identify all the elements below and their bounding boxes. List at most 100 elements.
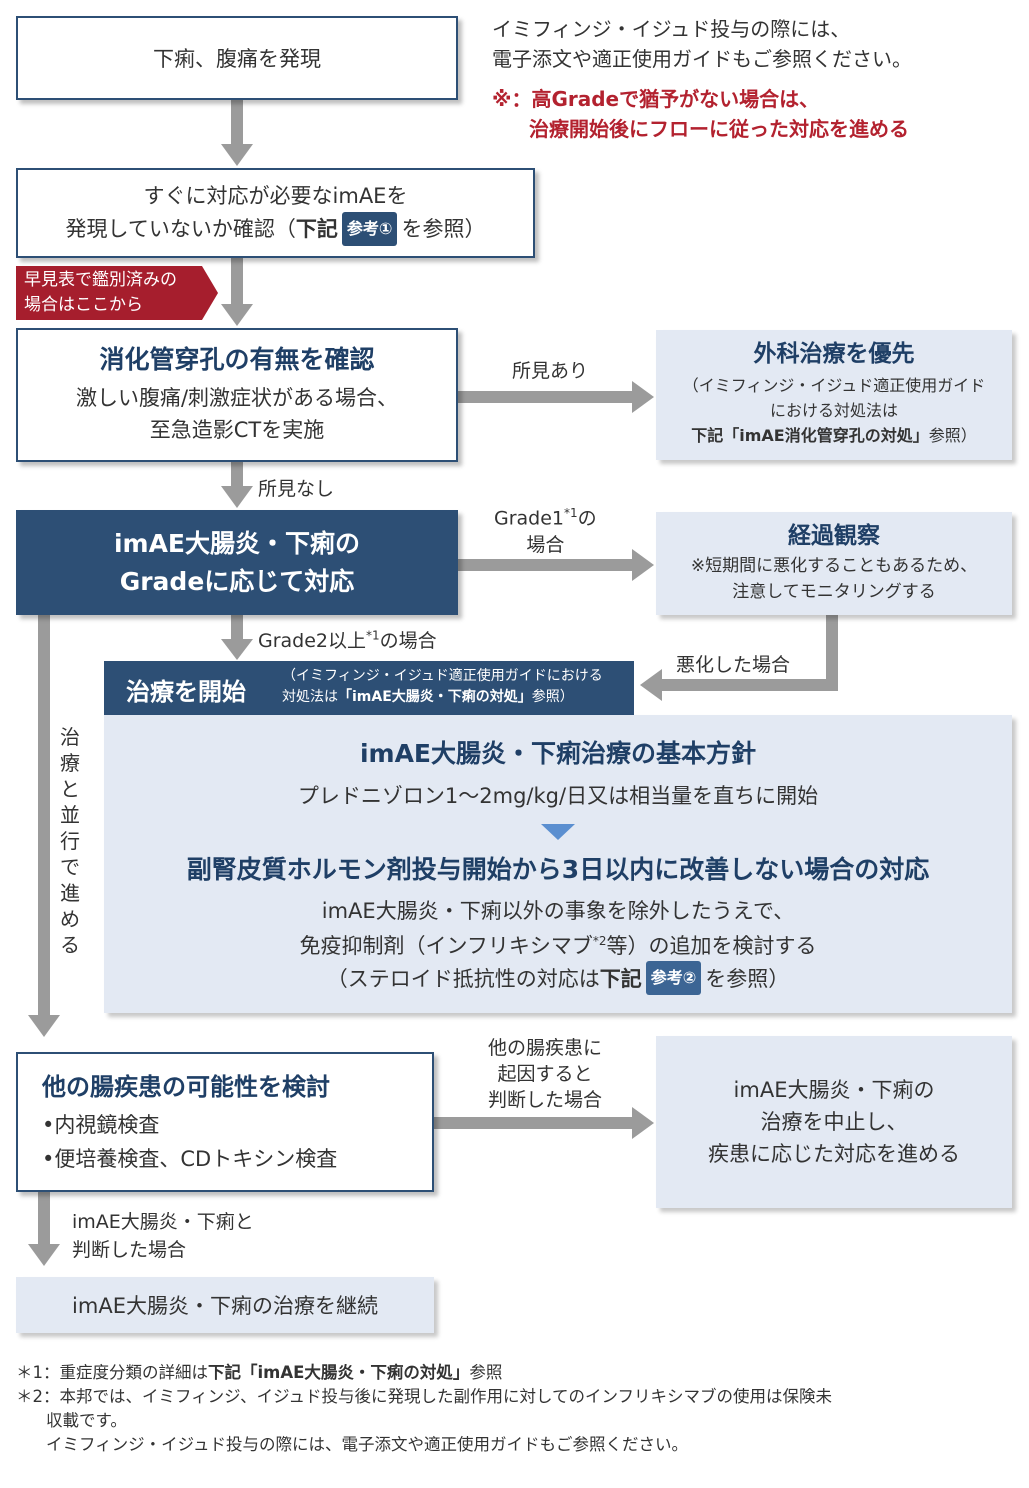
treat-text4-c: を参照） bbox=[705, 967, 790, 991]
stop-box: imAE大腸炎・下痢の 治療を中止し、 疾患に応じた対応を進める bbox=[656, 1036, 1012, 1208]
grade-box-line2: Gradeに応じて対応 bbox=[119, 566, 355, 596]
label-grade2-b: の場合 bbox=[379, 630, 437, 652]
treat-text1: プレドニゾロン1〜2mg/kg/日又は相当量を直ちに開始 bbox=[297, 784, 819, 808]
surgery-title: 外科治療を優先 bbox=[753, 341, 915, 367]
stop-line3: 疾患に応じた対応を進める bbox=[708, 1142, 960, 1166]
footnotes: ＊1：重症度分類の詳細は下記「imAE大腸炎・下痢の対処」参照 ＊2：本邦では、… bbox=[16, 1361, 1016, 1457]
surgery-line1: （イミフィンジ・イジュド適正使用ガイド bbox=[682, 376, 986, 395]
label-grade2: Grade2以上*1の場合 bbox=[258, 626, 437, 653]
red-tag-line2: 場合はここから bbox=[24, 295, 143, 315]
treat-header-note2-c: 参照） bbox=[531, 689, 574, 705]
treat-text3-a: 免疫抑制剤（インフリキシマブ bbox=[299, 934, 593, 958]
label-parallel-char: る bbox=[60, 933, 80, 957]
label-continue-line1: imAE大腸炎・下痢と bbox=[72, 1211, 254, 1233]
down-triangle-icon bbox=[541, 824, 575, 840]
treat-header-title: 治療を開始 bbox=[126, 678, 246, 706]
treat-header-note2-b: 「imAE大腸炎・下痢の対処」 bbox=[338, 689, 532, 705]
grade-box: imAE大腸炎・下痢の Gradeに応じて対応 bbox=[16, 510, 458, 615]
red-tag-shape bbox=[16, 266, 218, 320]
observe-line2: 注意してモニタリングする bbox=[732, 581, 936, 602]
label-parallel-char: め bbox=[60, 907, 80, 931]
footnote-1: ＊1：重症度分類の詳細は下記「imAE大腸炎・下痢の対処」参照 bbox=[16, 1361, 1016, 1385]
perforation-box: 消化管穿孔の有無を確認 激しい腹痛/刺激症状がある場合、 至急造影CTを実施 bbox=[16, 328, 458, 462]
continue-text: imAE大腸炎・下痢の治療を継続 bbox=[72, 1294, 378, 1318]
label-grade1-line2: 場合 bbox=[526, 534, 565, 557]
footnote-1-c: 参照 bbox=[469, 1363, 503, 1382]
top-note-red2: 治療開始後にフローに従った対応を進める bbox=[529, 117, 909, 141]
reference-1-tag: 参考① bbox=[341, 212, 398, 246]
treat-text3-b: 等）の追加を検討する bbox=[606, 934, 817, 958]
label-parallel-char: 進 bbox=[60, 881, 80, 905]
label-parallel-char: 並 bbox=[60, 803, 80, 827]
treat-title2: 副腎皮質ホルモン剤投与開始から3日以内に改善しない場合の対応 bbox=[186, 855, 930, 884]
footnote-2-line2: 収載です。 bbox=[46, 1411, 127, 1430]
treat-header-note2-a: 対処法は bbox=[282, 689, 338, 705]
label-finding: 所見あり bbox=[512, 360, 589, 382]
perforation-line1: 激しい腹痛/刺激症状がある場合、 bbox=[75, 386, 399, 410]
treat-header: 治療を開始 （イミフィンジ・イジュド適正使用ガイドにおける 対処法は「imAE大… bbox=[104, 661, 634, 715]
surgery-box: 外科治療を優先 （イミフィンジ・イジュド適正使用ガイド における対処法は 下記「… bbox=[656, 330, 1012, 460]
top-note: イミフィンジ・イジュド投与の際には、 電子添文や適正使用ガイドもご参照ください。… bbox=[492, 14, 912, 144]
label-grade1-line1: Grade1*1の bbox=[494, 500, 597, 532]
footnote-2-line1: ＊2：本邦では、イミフィンジ、イジュド投与後に発現した副作用に対してのインフリキ… bbox=[16, 1387, 833, 1406]
other-disease-item2: •便培養検査、CDトキシン検査 bbox=[42, 1147, 338, 1171]
label-parallel-char: 行 bbox=[60, 829, 80, 853]
perforation-title: 消化管穿孔の有無を確認 bbox=[99, 345, 375, 374]
surgery-line2: における対処法は bbox=[769, 401, 898, 420]
check-box-line1: すぐに対応が必要なimAEを bbox=[143, 184, 408, 208]
treat-text3: 免疫抑制剤（インフリキシマブ*2等）の追加を検討する bbox=[104, 926, 1012, 961]
other-disease-box: 他の腸疾患の可能性を検討 •内視鏡検査 •便培養検査、CDトキシン検査 bbox=[16, 1052, 434, 1192]
observe-line1: ※短期間に悪化することもあるため、 bbox=[690, 555, 978, 576]
treat-body: imAE大腸炎・下痢治療の基本方針 プレドニゾロン1〜2mg/kg/日又は相当量… bbox=[104, 715, 1012, 1013]
footnote-1-b: 下記「imAE大腸炎・下痢の対処」 bbox=[208, 1363, 470, 1382]
label-grade2-a: Grade2以上 bbox=[258, 630, 367, 652]
observe-box: 経過観察 ※短期間に悪化することもあるため、 注意してモニタリングする bbox=[656, 512, 1012, 615]
surgery-line3-bold: 下記「imAE消化管穿孔の対処」 bbox=[691, 426, 929, 445]
grade-box-line1: imAE大腸炎・下痢の bbox=[113, 528, 361, 558]
stop-line1: imAE大腸炎・下痢の bbox=[733, 1078, 935, 1102]
check-box-text-a: 発現していないか確認（ bbox=[65, 217, 296, 241]
label-no-finding: 所見なし bbox=[258, 478, 335, 500]
check-box-text-b: 下記 bbox=[295, 217, 338, 241]
label-grade2-sup: *1 bbox=[366, 628, 380, 643]
red-tag-line1: 早見表で鑑別済みの bbox=[24, 270, 177, 290]
label-other-line1: 他の腸疾患に bbox=[487, 1037, 602, 1059]
treat-title1: imAE大腸炎・下痢治療の基本方針 bbox=[359, 739, 757, 768]
label-parallel-char: で bbox=[60, 855, 80, 879]
label-grade1: Grade1*1の 場合 bbox=[494, 500, 597, 559]
top-note-line1: イミフィンジ・イジュド投与の際には、 bbox=[492, 17, 851, 41]
label-parallel-char: と bbox=[60, 777, 80, 801]
treat-text4-b: 下記 bbox=[599, 967, 642, 991]
label-worse: 悪化した場合 bbox=[676, 654, 791, 676]
reference-2-tag: 参考② bbox=[645, 961, 702, 995]
label-parallel: 治 療 と 並 行 で 進 め る bbox=[58, 724, 82, 958]
stop-line2: 治療を中止し、 bbox=[760, 1110, 908, 1134]
label-other-line2: 起因すると bbox=[497, 1063, 593, 1085]
footnote-2-line3: イミフィンジ・イジュド投与の際には、電子添文や適正使用ガイドもご参照ください。 bbox=[46, 1435, 689, 1454]
top-note-line2: 電子添文や適正使用ガイドもご参照ください。 bbox=[492, 47, 912, 71]
other-disease-item1: •内視鏡検査 bbox=[42, 1113, 160, 1137]
surgery-line3-tail: 参照） bbox=[928, 426, 977, 445]
label-grade1-b: の bbox=[577, 507, 597, 530]
red-tag: 早見表で鑑別済みの 場合はここから bbox=[24, 268, 177, 318]
observe-title: 経過観察 bbox=[788, 522, 880, 549]
continue-box: imAE大腸炎・下痢の治療を継続 bbox=[16, 1277, 434, 1333]
perforation-line2: 至急造影CTを実施 bbox=[149, 418, 325, 442]
other-disease-title: 他の腸疾患の可能性を検討 bbox=[42, 1073, 330, 1101]
check-box-text-c: を参照） bbox=[401, 217, 486, 241]
treat-header-note1: （イミフィンジ・イジュド適正使用ガイドにおける bbox=[282, 668, 603, 684]
label-continue-line2: 判断した場合 bbox=[72, 1239, 187, 1261]
start-box-text: 下痢、腹痛を発現 bbox=[153, 47, 321, 71]
start-box: 下痢、腹痛を発現 bbox=[16, 16, 458, 100]
treat-text3-sup: *2 bbox=[592, 934, 607, 948]
treat-header-note2: 対処法は「imAE大腸炎・下痢の対処」参照） bbox=[282, 687, 603, 708]
label-continue: imAE大腸炎・下痢と 判断した場合 bbox=[72, 1208, 254, 1264]
treat-text2: imAE大腸炎・下痢以外の事象を除外したうえで、 bbox=[321, 899, 795, 923]
footnote-1-a: ＊1：重症度分類の詳細は bbox=[16, 1363, 208, 1382]
label-other: 他の腸疾患に 起因すると 判断した場合 bbox=[470, 1035, 620, 1113]
treat-header-note: （イミフィンジ・イジュド適正使用ガイドにおける 対処法は「imAE大腸炎・下痢の… bbox=[282, 666, 603, 708]
